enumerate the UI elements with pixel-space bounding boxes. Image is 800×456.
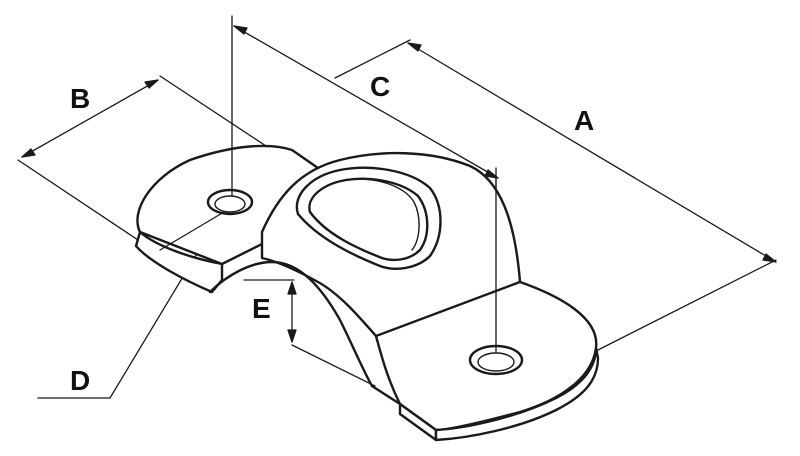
dim-c-arrow-right [484, 169, 499, 179]
label-c: C [370, 71, 390, 102]
dim-b-extension-right [159, 75, 267, 147]
dimension-lines [17, 15, 777, 399]
arch-underside [208, 260, 402, 406]
dim-a-arrow-left [407, 42, 422, 52]
right-bolt-hole-inner [477, 352, 515, 372]
dim-d-leader-overlay [159, 211, 225, 251]
dim-a-line [407, 42, 777, 263]
dim-c-line [233, 25, 499, 179]
dim-c-arrow-left [233, 25, 248, 35]
label-b: B [70, 83, 90, 114]
dimension-overlays [159, 149, 497, 353]
right-foot-edge-side [434, 346, 600, 442]
dim-a-extension-right [593, 259, 777, 353]
dim-a-arrow-right [762, 253, 777, 263]
left-bolt-hole-inner [214, 195, 246, 213]
dim-e-extension-bottom [291, 344, 376, 387]
strap-boss-inner [308, 177, 429, 262]
pipe-clamp [134, 144, 600, 442]
strap-boss-highlight [345, 178, 420, 251]
dim-b-arrow-right [144, 79, 159, 89]
dim-b-line [21, 79, 159, 158]
label-d: D [70, 365, 90, 396]
dim-e-arrow-top [287, 281, 297, 295]
label-a: A [574, 105, 594, 136]
dim-b-arrow-left [21, 148, 36, 158]
dim-b-extension-left [17, 159, 151, 249]
dim-e-arrow-bottom [287, 329, 297, 343]
dim-a-extension-left [334, 39, 411, 79]
label-e: E [252, 293, 271, 324]
